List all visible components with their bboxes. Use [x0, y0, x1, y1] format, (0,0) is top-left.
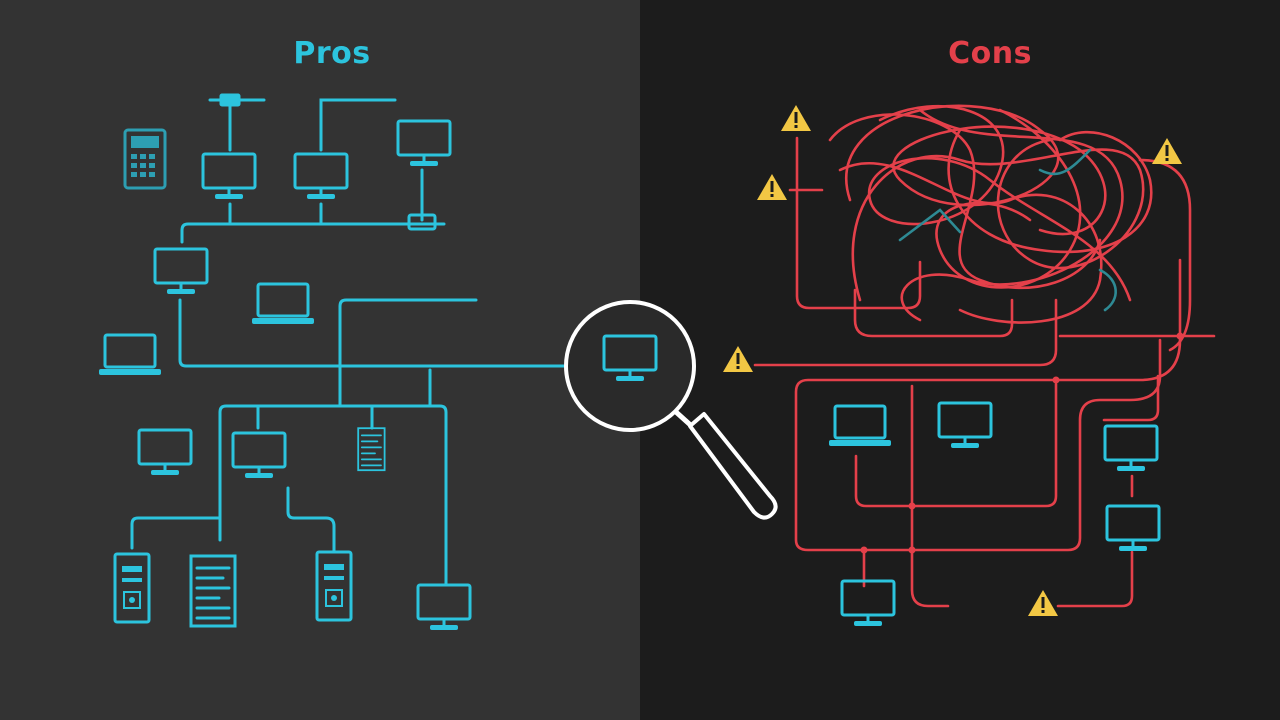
- switch-icon: [407, 213, 437, 231]
- magnifying-glass-icon: [564, 300, 778, 520]
- tangled-cables-icon: [828, 104, 1153, 338]
- switch-icon: [219, 93, 241, 107]
- pros-network: [97, 93, 568, 632]
- cons-cables: [753, 136, 1216, 608]
- calculator-icon: [123, 128, 167, 190]
- cons-panel-background: [640, 0, 1280, 720]
- junction-dots: [860, 332, 1184, 554]
- pros-cables: [130, 98, 568, 586]
- cons-network: [753, 104, 1216, 608]
- pros-title: Pros: [293, 36, 371, 71]
- cons-title: Cons: [948, 36, 1032, 71]
